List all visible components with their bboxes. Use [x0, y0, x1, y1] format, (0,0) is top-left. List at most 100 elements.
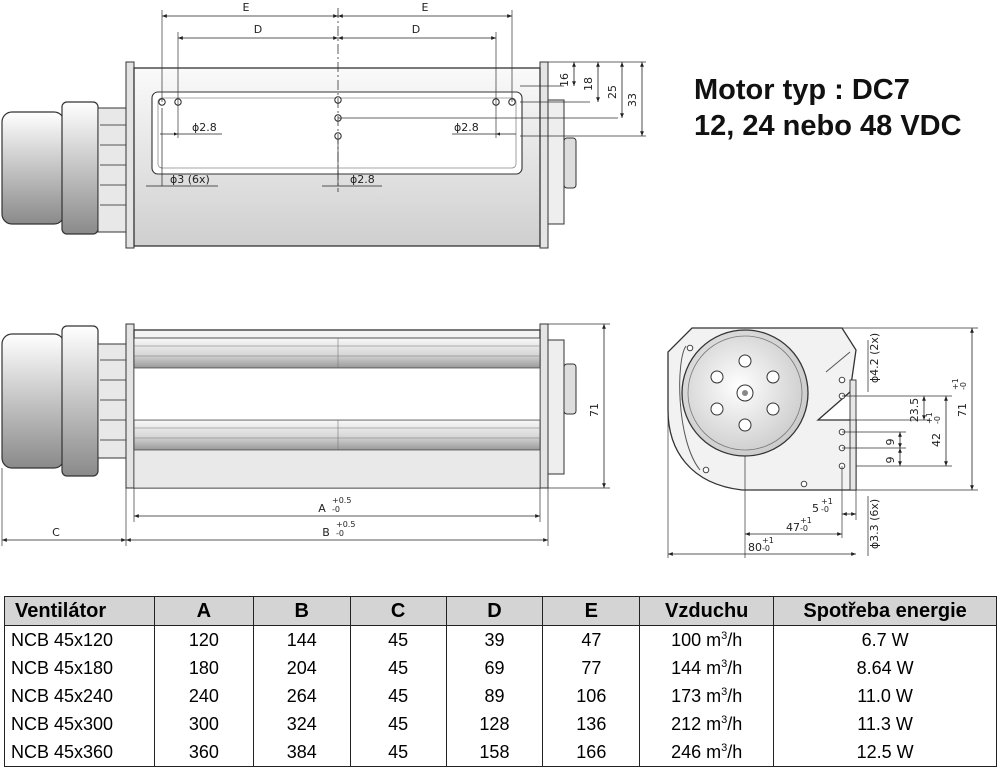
header-power: Spotřeba energie [773, 596, 997, 626]
dim-18: 18 [582, 77, 595, 91]
header-d: D [445, 596, 544, 626]
table-row: NCB 45x120 120 144 45 39 47 100 m3/h 6.7… [4, 625, 997, 654]
fan-technical-drawing: E E D D 16 18 25 33 ϕ2.8 ϕ2.8 ϕ2.8 ϕ3 (6… [1, 1, 978, 558]
dim-25: 25 [606, 85, 619, 99]
dim-B-tol-low: -0 [336, 529, 344, 538]
top-view: E E D D 16 18 25 33 ϕ2.8 ϕ2.8 ϕ2.8 ϕ3 (6… [1, 1, 646, 249]
impeller-upper [133, 337, 541, 369]
header-c: C [349, 596, 447, 626]
cell-airflow: 173 m3/h [639, 682, 775, 710]
cell-b: 264 [252, 682, 351, 710]
dim-side-71-tol-low: -0 [959, 382, 968, 390]
cell-d: 89 [445, 682, 544, 710]
dim-side-47-tol-low: -0 [800, 524, 808, 533]
dim-A: A [318, 502, 326, 515]
dim-side-80-tol-low: -0 [762, 544, 770, 553]
dim-side-5-tol-high: +1 [821, 497, 833, 506]
dim-side-5-tol-low: -0 [821, 505, 829, 514]
label-side-hole-3-3: ϕ3.3 (6x) [868, 499, 881, 549]
dim-side-47-tol-high: +1 [800, 516, 812, 525]
dim-B: B [322, 526, 330, 539]
cell-b: 324 [252, 710, 351, 738]
cell-name: NCB 45x180 [4, 654, 155, 682]
label-side-hole-4-2: ϕ4.2 (2x) [868, 333, 881, 383]
table-row: NCB 45x180 180 204 45 69 77 144 m3/h 8.6… [4, 654, 997, 682]
cell-name: NCB 45x240 [4, 682, 155, 710]
header-e: E [542, 596, 641, 626]
cell-a: 240 [153, 682, 254, 710]
top-motor-cap [61, 101, 99, 235]
dim-A-tol-high: +0.5 [332, 496, 351, 505]
cell-e: 47 [542, 625, 641, 654]
dim-side-42-tol-high: +1 [925, 412, 934, 424]
cell-a: 360 [153, 738, 254, 767]
cell-d: 158 [445, 738, 544, 767]
cell-c: 45 [349, 738, 447, 767]
cell-power: 12.5 W [773, 738, 997, 767]
cell-d: 39 [445, 625, 544, 654]
dim-side-71-tol-high: +1 [951, 378, 960, 390]
dim-D-left: D [254, 23, 262, 36]
table-row: NCB 45x240 240 264 45 89 106 173 m3/h 11… [4, 682, 997, 710]
cell-c: 45 [349, 654, 447, 682]
dim-side-23-5: 23.5 [908, 398, 921, 423]
cell-b: 204 [252, 654, 351, 682]
motor-info: Motor typ : DC7 12, 24 nebo 48 VDC [694, 72, 962, 144]
table-row: NCB 45x300 300 324 45 128 136 212 m3/h 1… [4, 710, 997, 738]
impeller-lower [133, 419, 541, 451]
cell-e: 77 [542, 654, 641, 682]
dim-A-tol-low: -0 [332, 505, 340, 514]
label-hole-28-right: ϕ2.8 [454, 121, 479, 134]
dim-E-left: E [243, 1, 250, 14]
dim-E-right: E [422, 1, 429, 14]
cell-name: NCB 45x300 [4, 710, 155, 738]
cell-airflow: 100 m3/h [639, 625, 775, 654]
dim-side-42-tol-low: -0 [933, 416, 942, 424]
dim-side-9-upper: 9 [884, 439, 897, 446]
cell-c: 45 [349, 625, 447, 654]
header-b: B [252, 596, 351, 626]
side-view: 71 +1 -0 42 +1 -0 23.5 9 9 ϕ4.2 (2x) ϕ3.… [667, 327, 978, 558]
dim-33: 33 [626, 93, 639, 107]
header-a: A [153, 596, 254, 626]
cell-a: 120 [153, 625, 254, 654]
header-airflow: Vzduchu [639, 596, 775, 626]
dim-side-9-lower: 9 [884, 457, 897, 464]
cell-power: 8.64 W [773, 654, 997, 682]
cell-airflow: 212 m3/h [639, 710, 775, 738]
motor-voltage: 12, 24 nebo 48 VDC [694, 110, 962, 142]
dim-71-front: 71 [588, 403, 601, 417]
dim-16: 16 [558, 73, 571, 87]
cell-power: 11.0 W [773, 682, 997, 710]
top-motor-body [1, 111, 65, 225]
label-hole-28-left: ϕ2.8 [192, 121, 217, 134]
dim-D-right: D [412, 23, 420, 36]
spec-table: Ventilátor A B C D E Vzduchu Spotřeba en… [4, 596, 997, 767]
cell-b: 144 [252, 625, 351, 654]
dim-side-42: 42 [930, 433, 943, 447]
cell-b: 384 [252, 738, 351, 767]
cell-e: 136 [542, 710, 641, 738]
motor-type: Motor typ : DC7 [694, 74, 910, 106]
header-fan: Ventilátor [4, 596, 155, 626]
cell-power: 6.7 W [773, 625, 997, 654]
dim-side-80-tol-high: +1 [762, 536, 774, 545]
cell-a: 300 [153, 710, 254, 738]
cell-c: 45 [349, 682, 447, 710]
front-view: 71 A +0.5 -0 B +0.5 -0 C [1, 323, 610, 546]
front-motor-body [1, 333, 65, 469]
cell-name: NCB 45x120 [4, 625, 155, 654]
cell-airflow: 144 m3/h [639, 654, 775, 682]
dim-C: C [52, 526, 60, 539]
label-hole-3-6x: ϕ3 (6x) [170, 173, 210, 186]
cell-e: 106 [542, 682, 641, 710]
front-motor-cap [61, 325, 99, 477]
cell-power: 11.3 W [773, 710, 997, 738]
dim-side-5: 5 [812, 502, 819, 515]
cell-airflow: 246 m3/h [639, 738, 775, 767]
cell-c: 45 [349, 710, 447, 738]
cell-d: 128 [445, 710, 544, 738]
dim-side-71: 71 [956, 403, 969, 417]
label-hole-28-bottom: ϕ2.8 [350, 173, 375, 186]
cell-d: 69 [445, 654, 544, 682]
